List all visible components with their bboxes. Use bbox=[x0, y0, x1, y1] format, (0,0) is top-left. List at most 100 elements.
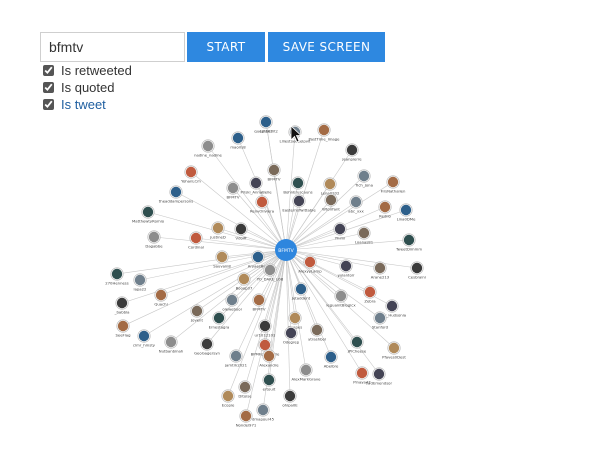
graph-node[interactable]: BohnEruscauns bbox=[283, 176, 313, 195]
is-tweet-option[interactable]: Is tweet bbox=[42, 96, 132, 113]
graph-node[interactable]: EasternsTwittable bbox=[282, 194, 316, 213]
graph-node[interactable]: Sauvain8 bbox=[213, 250, 231, 269]
graph-node[interactable]: abc_xxx bbox=[348, 195, 364, 214]
graph-node[interactable]: leguaintBlogicx bbox=[326, 289, 356, 308]
start-button[interactable]: START bbox=[187, 32, 265, 62]
graph-node[interactable]: twdEmendsor bbox=[366, 367, 393, 386]
graph-node[interactable]: PastTime_Image bbox=[309, 123, 341, 142]
graph-node[interactable]: Vdoiff bbox=[234, 222, 248, 241]
graph-node[interactable]: clmr_hmsty bbox=[133, 329, 156, 348]
is-retweeted-checkbox[interactable] bbox=[43, 65, 54, 76]
avatar bbox=[235, 223, 247, 235]
graph-node[interactable]: Cordinal bbox=[188, 231, 204, 250]
graph-node[interactable]: Nondel971 bbox=[236, 409, 257, 428]
is-quoted-option[interactable]: Is quoted bbox=[42, 79, 132, 96]
node-label: Stanford bbox=[372, 325, 389, 330]
node-label: Ernestagra bbox=[209, 325, 230, 330]
is-quoted-checkbox[interactable] bbox=[43, 82, 54, 93]
graph-node[interactable]: TweetDimmm bbox=[395, 233, 422, 252]
graph-node[interactable]: maoris8 bbox=[230, 131, 246, 150]
graph-node[interactable]: JPlCheese bbox=[347, 335, 367, 354]
graph-node[interactable]: dmapour45 bbox=[252, 403, 275, 422]
graph-node[interactable]: ytrashbol bbox=[308, 323, 326, 342]
graph-node[interactable]: AryaesBelt bbox=[248, 250, 269, 269]
graph-node[interactable]: AlexMarkGrave bbox=[292, 363, 322, 382]
node-label: AryaesBelt bbox=[248, 264, 269, 269]
graph-node[interactable]: jamtrk2021 bbox=[224, 349, 248, 368]
graph-node[interactable]: Priski_AnnaBelle bbox=[240, 176, 272, 195]
node-label: ytrashbol bbox=[308, 337, 326, 342]
graph-node[interactable]: Ernestagra bbox=[209, 311, 230, 330]
graph-node[interactable]: AlexyyLamp bbox=[298, 255, 322, 274]
graph-node[interactable]: ohipa0E bbox=[282, 389, 298, 408]
graph-node[interactable]: Geepes bbox=[288, 311, 302, 330]
graph-node[interactable]: Tich_Jona bbox=[354, 169, 373, 188]
save-screen-button[interactable]: SAVE SCREEN bbox=[268, 32, 385, 62]
graph-node[interactable]: FirsNathalien bbox=[381, 175, 406, 194]
node-label: lapa22 bbox=[134, 287, 148, 292]
graph-node[interactable]: Wtoirfant bbox=[322, 193, 340, 212]
graph-node[interactable]: queshberlitz bbox=[254, 115, 278, 134]
graph-node[interactable]: Alexandre bbox=[259, 349, 279, 368]
graph-node[interactable]: Loanas81 bbox=[355, 226, 374, 245]
graph-node[interactable]: YohanLCm bbox=[181, 165, 201, 184]
is-retweeted-option[interactable]: Is retweeted bbox=[42, 62, 132, 79]
graph-node[interactable]: GeoGagersyn bbox=[194, 337, 220, 356]
graph-edge bbox=[285, 239, 410, 251]
graph-node[interactable]: BFMTV bbox=[252, 293, 266, 312]
graph-node[interactable]: Jeanpierre bbox=[341, 143, 362, 162]
node-label: dmapour45 bbox=[252, 417, 275, 422]
avatar bbox=[264, 264, 276, 276]
graph-node[interactable]: Ditoise bbox=[238, 380, 252, 399]
graph-node[interactable]: _babbla bbox=[114, 296, 130, 315]
graph-node[interactable]: justineD bbox=[209, 221, 226, 240]
graph-node[interactable]: lapa22 bbox=[133, 273, 148, 292]
graph-node[interactable]: SeeFlag bbox=[115, 319, 131, 338]
graph-node[interactable]: BFMTV bbox=[226, 181, 240, 200]
graph-node[interactable]: Yhimi bbox=[333, 222, 347, 241]
graph-node[interactable]: 270Henness bbox=[105, 267, 129, 286]
graph-center-node[interactable]: BFMTV bbox=[275, 239, 297, 261]
graph-node[interactable]: Ecopie bbox=[221, 389, 235, 408]
graph-node[interactable]: nadine_nadine bbox=[194, 139, 223, 158]
graph-node[interactable]: MatthewtyRomio bbox=[132, 205, 165, 224]
graph-node[interactable]: Arane213 bbox=[371, 261, 390, 280]
graph-node[interactable]: Quachi bbox=[154, 288, 168, 307]
center-node-label: BFMTV bbox=[278, 248, 294, 254]
graph-node[interactable]: YO_DAKE_LO8 bbox=[257, 263, 284, 282]
graph-node[interactable]: Redilo bbox=[378, 200, 392, 219]
node-label: Cordinal bbox=[188, 245, 204, 250]
is-tweet-checkbox[interactable] bbox=[43, 99, 54, 110]
graph-node[interactable]: Dagabbe bbox=[145, 230, 163, 249]
search-input[interactable] bbox=[40, 32, 185, 62]
graph-node[interactable]: Odegrep bbox=[283, 326, 300, 345]
graph-node[interactable]: Lena0202 bbox=[321, 177, 340, 196]
graph-node[interactable]: olewebooi bbox=[222, 293, 242, 312]
graph-node[interactable]: Abelbre bbox=[324, 350, 339, 369]
graph-node[interactable]: Stanford bbox=[372, 311, 389, 330]
avatar bbox=[325, 194, 337, 206]
graph-node[interactable]: Cesbraini bbox=[408, 261, 426, 280]
graph-node[interactable]: Jovent bbox=[190, 304, 204, 323]
graph-node[interactable]: Jetaddent bbox=[291, 282, 311, 301]
graph-node[interactable]: Pinaya47 bbox=[353, 366, 371, 385]
graph-node[interactable]: RenvOliviera bbox=[250, 195, 274, 214]
graph-edge bbox=[285, 249, 342, 297]
graph-node[interactable]: Nutbanbinah bbox=[159, 335, 184, 354]
graph-node[interactable]: theaddampersons bbox=[159, 185, 193, 204]
graph-node[interactable]: Booop37 bbox=[236, 272, 253, 291]
graph-node[interactable]: BFMTV bbox=[267, 163, 281, 182]
graph-node[interactable]: yulantoir bbox=[338, 259, 355, 278]
graph-node[interactable]: Lina0DMe bbox=[397, 203, 417, 222]
graph-node[interactable]: ur1012101 bbox=[255, 319, 276, 338]
graph-node[interactable]: Pfaves0Dest bbox=[382, 341, 406, 360]
graph-edge bbox=[285, 181, 394, 251]
avatar bbox=[148, 231, 160, 243]
avatar bbox=[340, 260, 352, 272]
graph-node[interactable]: ertouit bbox=[262, 373, 276, 392]
node-label: Jeanpierre bbox=[341, 157, 362, 162]
avatar bbox=[253, 294, 265, 306]
graph-node[interactable]: OrLy_Hudsonia bbox=[378, 299, 406, 318]
graph-node[interactable]: Zebra bbox=[363, 285, 377, 304]
